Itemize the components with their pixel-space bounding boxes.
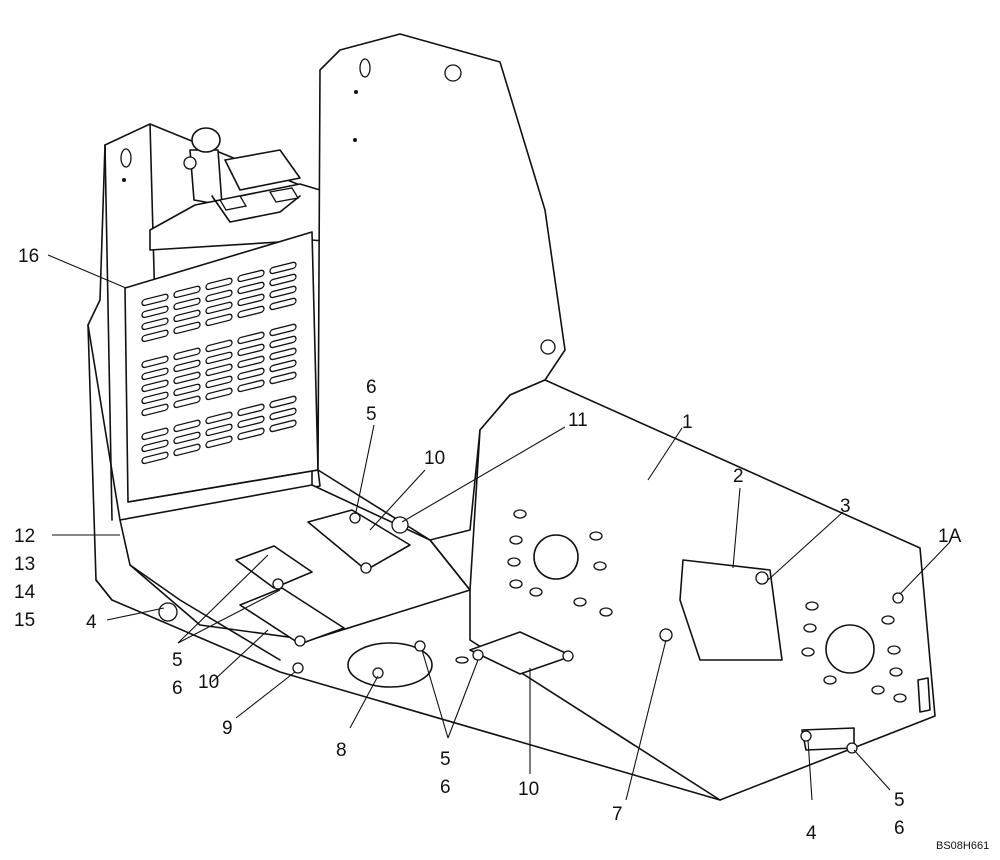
callouts: 16 12 13 14 15 4 5 6 10 9 8 6 5 10 11 5 … <box>14 246 962 844</box>
callout-10-bottom: 10 <box>518 779 539 800</box>
callout-1: 1 <box>682 412 693 433</box>
callout-4-left: 4 <box>86 612 97 633</box>
leader-lines <box>47 254 951 801</box>
callout-7: 7 <box>612 804 623 825</box>
callout-3: 3 <box>840 496 851 517</box>
callout-5-right: 5 <box>894 790 905 811</box>
callout-5-top: 5 <box>366 404 377 425</box>
callout-6-right: 6 <box>894 818 905 839</box>
callout-6-bottom: 6 <box>440 777 451 798</box>
callout-8: 8 <box>336 740 347 761</box>
right-side-panel <box>317 33 566 541</box>
floor-plate <box>95 484 721 801</box>
callout-16: 16 <box>18 246 39 267</box>
callout-15: 15 <box>14 610 35 631</box>
grille-slots <box>141 261 297 465</box>
wall-studs <box>507 509 907 703</box>
callout-1a: 1A <box>938 526 962 547</box>
callout-10-top: 10 <box>424 448 445 469</box>
callout-6-left: 6 <box>172 678 183 699</box>
callout-5-bottom: 5 <box>440 749 451 770</box>
drawing-code: BS08H661 <box>936 840 989 852</box>
callout-9: 9 <box>222 718 233 739</box>
side-wall-panel <box>429 379 936 801</box>
floor-hatches <box>347 631 574 688</box>
callout-13: 13 <box>14 554 35 575</box>
callout-6-top: 6 <box>366 377 377 398</box>
callout-12: 12 <box>14 526 35 547</box>
callout-14: 14 <box>14 582 36 603</box>
callout-4-right: 4 <box>806 823 817 844</box>
callout-10-left: 10 <box>198 672 219 693</box>
callout-5-left: 5 <box>172 650 183 671</box>
callout-2: 2 <box>733 466 744 487</box>
callout-11: 11 <box>568 410 588 431</box>
